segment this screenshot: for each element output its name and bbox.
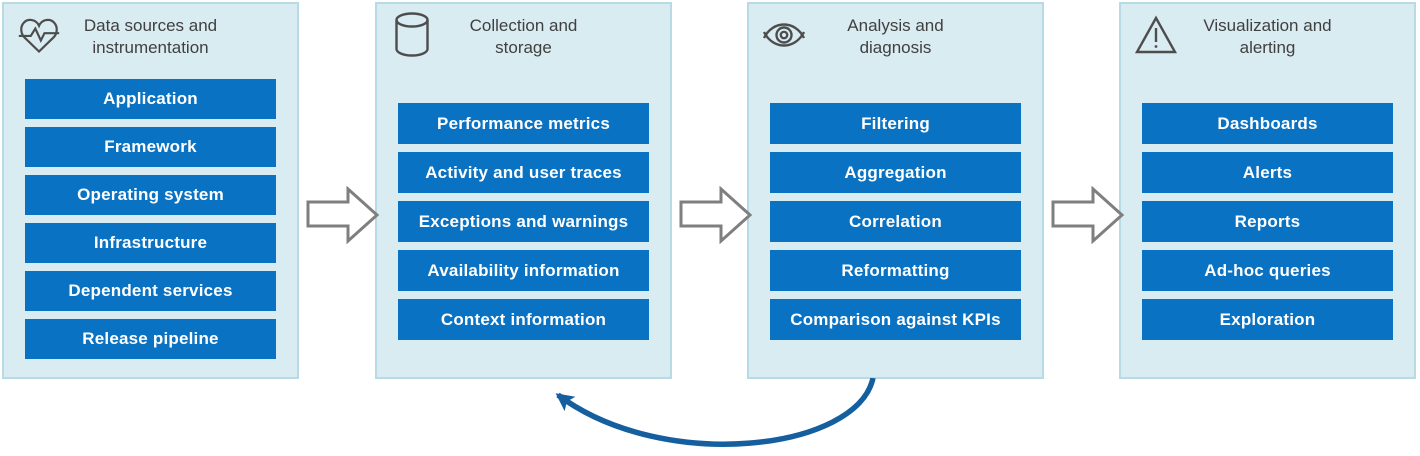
flow-arrow-icon [1051,186,1125,244]
item-filtering: Filtering [770,103,1021,144]
item-exceptions-warnings: Exceptions and warnings [398,201,649,242]
panel-title: Visualization and alerting [1203,16,1332,57]
item-reformatting: Reformatting [770,250,1021,291]
item-performance-metrics: Performance metrics [398,103,649,144]
panel-data-sources: Data sources and instrumentation Applica… [2,2,299,379]
panel-analysis-diagnosis: Analysis and diagnosis Filtering Aggrega… [747,2,1044,379]
feedback-loop-arrow-icon [555,378,876,447]
panel-title: Data sources and instrumentation [83,16,218,57]
warning-triangle-icon [1133,12,1179,58]
panel-title: Collection and storage [469,16,578,57]
item-infrastructure: Infrastructure [25,223,276,263]
panel-visualization-alerting: Visualization and alerting Dashboards Al… [1119,2,1416,379]
panel-visualization-alerting-items: Dashboards Alerts Reports Ad-hoc queries… [1142,103,1393,340]
item-release-pipeline: Release pipeline [25,319,276,359]
item-activity-user-traces: Activity and user traces [398,152,649,193]
item-availability-information: Availability information [398,250,649,291]
item-correlation: Correlation [770,201,1021,242]
item-context-information: Context information [398,299,649,340]
panel-title: Analysis and diagnosis [847,16,944,57]
database-icon [389,12,435,58]
heartbeat-icon [16,12,62,58]
item-alerts: Alerts [1142,152,1393,193]
item-comparison-against-kpis: Comparison against KPIs [770,299,1021,340]
panel-collection-storage: Collection and storage Performance metri… [375,2,672,379]
item-dependent-services: Dependent services [25,271,276,311]
item-dashboards: Dashboards [1142,103,1393,144]
item-exploration: Exploration [1142,299,1393,340]
panel-data-sources-items: Application Framework Operating system I… [25,79,276,359]
item-framework: Framework [25,127,276,167]
flow-arrow-icon [306,186,380,244]
panel-collection-storage-header: Collection and storage [377,4,670,74]
panel-collection-storage-items: Performance metrics Activity and user tr… [398,103,649,340]
item-reports: Reports [1142,201,1393,242]
panel-analysis-diagnosis-items: Filtering Aggregation Correlation Reform… [770,103,1021,340]
item-operating-system: Operating system [25,175,276,215]
panel-analysis-diagnosis-header: Analysis and diagnosis [749,4,1042,74]
item-ad-hoc-queries: Ad-hoc queries [1142,250,1393,291]
eye-icon [761,12,807,58]
item-aggregation: Aggregation [770,152,1021,193]
panel-visualization-alerting-header: Visualization and alerting [1121,4,1414,74]
item-application: Application [25,79,276,119]
flow-arrow-icon [679,186,753,244]
panel-data-sources-header: Data sources and instrumentation [4,4,297,74]
